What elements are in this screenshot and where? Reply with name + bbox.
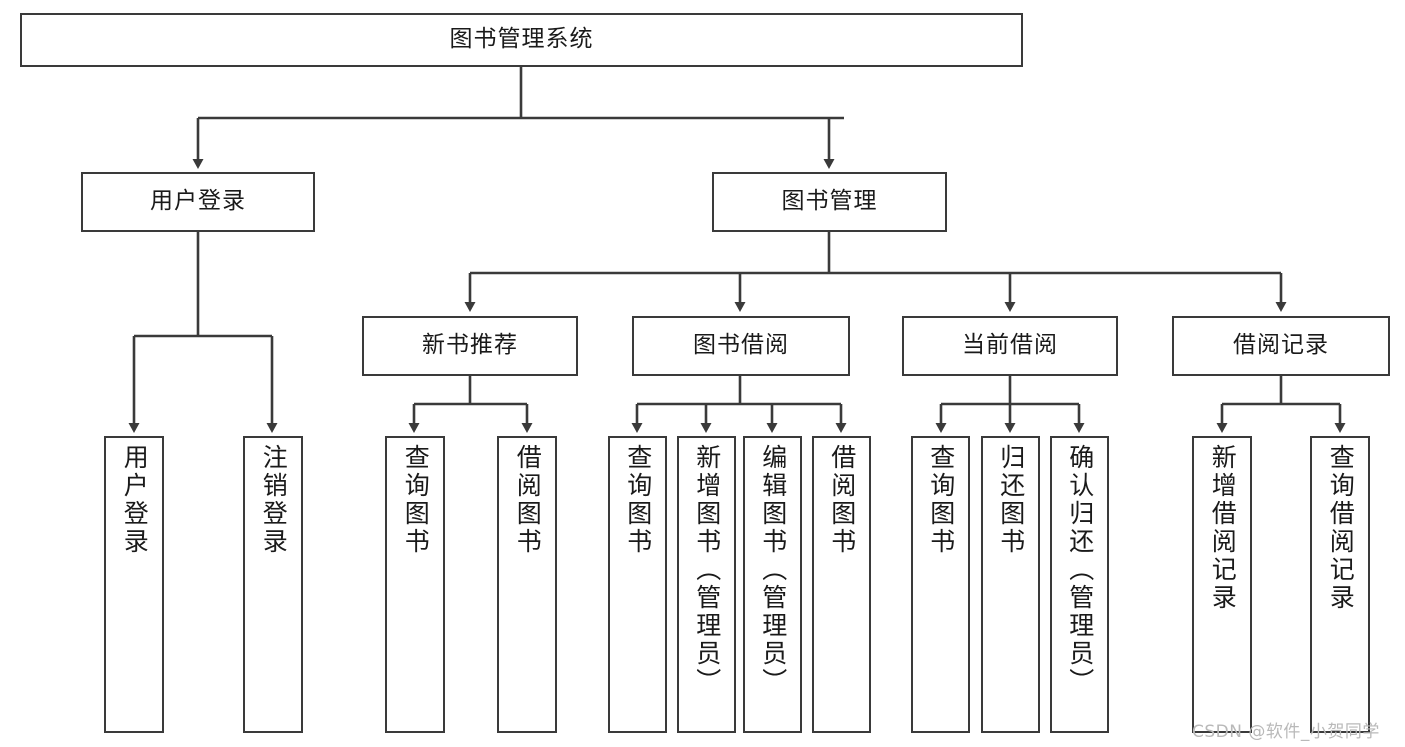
node-leaf-query-record[interactable]: 查询借阅记录 <box>1310 436 1370 733</box>
node-label: 用户登录 <box>120 444 150 556</box>
node-label: 确认归还（管理员） <box>1065 444 1095 696</box>
node-label: 当前借阅 <box>962 332 1058 359</box>
node-leaf-user-logout[interactable]: 注销登录 <box>243 436 303 733</box>
node-label: 查询图书 <box>401 444 431 556</box>
node-label: 编辑图书（管理员） <box>758 444 788 696</box>
node-label: 图书管理 <box>781 188 878 215</box>
node-leaf-borrow-book-2[interactable]: 借阅图书 <box>812 436 871 733</box>
node-leaf-add-book[interactable]: 新增图书（管理员） <box>677 436 736 733</box>
node-leaf-confirm-return[interactable]: 确认归还（管理员） <box>1050 436 1109 733</box>
node-current-borrow[interactable]: 当前借阅 <box>902 316 1118 376</box>
node-leaf-user-login[interactable]: 用户登录 <box>104 436 164 733</box>
node-book-borrow[interactable]: 图书借阅 <box>632 316 850 376</box>
node-book-manage[interactable]: 图书管理 <box>712 172 947 232</box>
node-label: 借阅图书 <box>827 444 857 556</box>
node-leaf-query-book-1[interactable]: 查询图书 <box>385 436 445 733</box>
node-label: 新增图书（管理员） <box>692 444 722 696</box>
node-leaf-edit-book[interactable]: 编辑图书（管理员） <box>743 436 802 733</box>
node-leaf-add-record[interactable]: 新增借阅记录 <box>1192 436 1252 733</box>
node-label: 新增借阅记录 <box>1208 444 1238 612</box>
node-label: 归还图书 <box>996 444 1026 556</box>
node-label: 借阅记录 <box>1233 332 1329 359</box>
node-user-login[interactable]: 用户登录 <box>81 172 315 232</box>
node-label: 借阅图书 <box>513 444 543 556</box>
node-label: 查询图书 <box>623 444 653 556</box>
node-leaf-query-book-3[interactable]: 查询图书 <box>911 436 970 733</box>
node-label: 用户登录 <box>150 188 246 215</box>
node-leaf-return-book[interactable]: 归还图书 <box>981 436 1040 733</box>
node-leaf-borrow-book-1[interactable]: 借阅图书 <box>497 436 557 733</box>
node-root-system[interactable]: 图书管理系统 <box>20 13 1023 67</box>
node-label: 查询图书 <box>926 444 956 556</box>
node-label: 新书推荐 <box>422 332 518 359</box>
node-new-book-recommend[interactable]: 新书推荐 <box>362 316 578 376</box>
node-borrow-record[interactable]: 借阅记录 <box>1172 316 1390 376</box>
node-label: 图书管理系统 <box>449 26 594 53</box>
node-label: 查询借阅记录 <box>1326 444 1356 612</box>
node-label: 图书借阅 <box>693 332 789 359</box>
node-label: 注销登录 <box>259 444 289 556</box>
csdn-watermark: CSDN @软件_小贺同学 <box>1192 722 1380 742</box>
node-leaf-query-book-2[interactable]: 查询图书 <box>608 436 667 733</box>
